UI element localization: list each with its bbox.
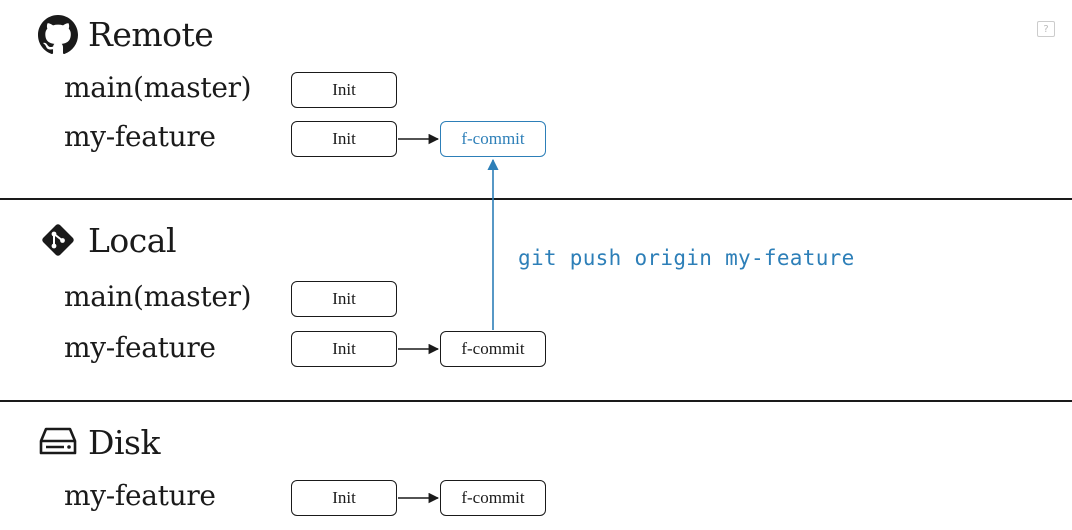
commit-disk-feature-fcommit: f-commit [440, 480, 546, 516]
branch-label-local-feature: my-feature [64, 331, 216, 364]
commit-local-feature-init: Init [291, 331, 397, 367]
branch-label-remote-feature: my-feature [64, 120, 216, 153]
command-label: git push origin my-feature [518, 246, 855, 270]
section-title-remote: Remote [88, 15, 214, 54]
section-title-local: Local [88, 221, 177, 260]
branch-label-disk-feature: my-feature [64, 479, 216, 512]
commit-local-feature-fcommit: f-commit [440, 331, 546, 367]
hard-drive-icon [39, 427, 77, 455]
divider-remote-local [0, 198, 1072, 200]
divider-local-disk [0, 400, 1072, 402]
branch-label-remote-main: main(master) [64, 71, 252, 104]
git-icon [42, 224, 74, 256]
commit-disk-feature-init: Init [291, 480, 397, 516]
commit-remote-feature-fcommit: f-commit [440, 121, 546, 157]
section-title-disk: Disk [88, 423, 160, 462]
commit-remote-main-init: Init [291, 72, 397, 108]
commit-local-main-init: Init [291, 281, 397, 317]
github-icon [38, 15, 78, 55]
help-icon[interactable]: ? [1037, 21, 1055, 37]
commit-remote-feature-init: Init [291, 121, 397, 157]
branch-label-local-main: main(master) [64, 280, 252, 313]
